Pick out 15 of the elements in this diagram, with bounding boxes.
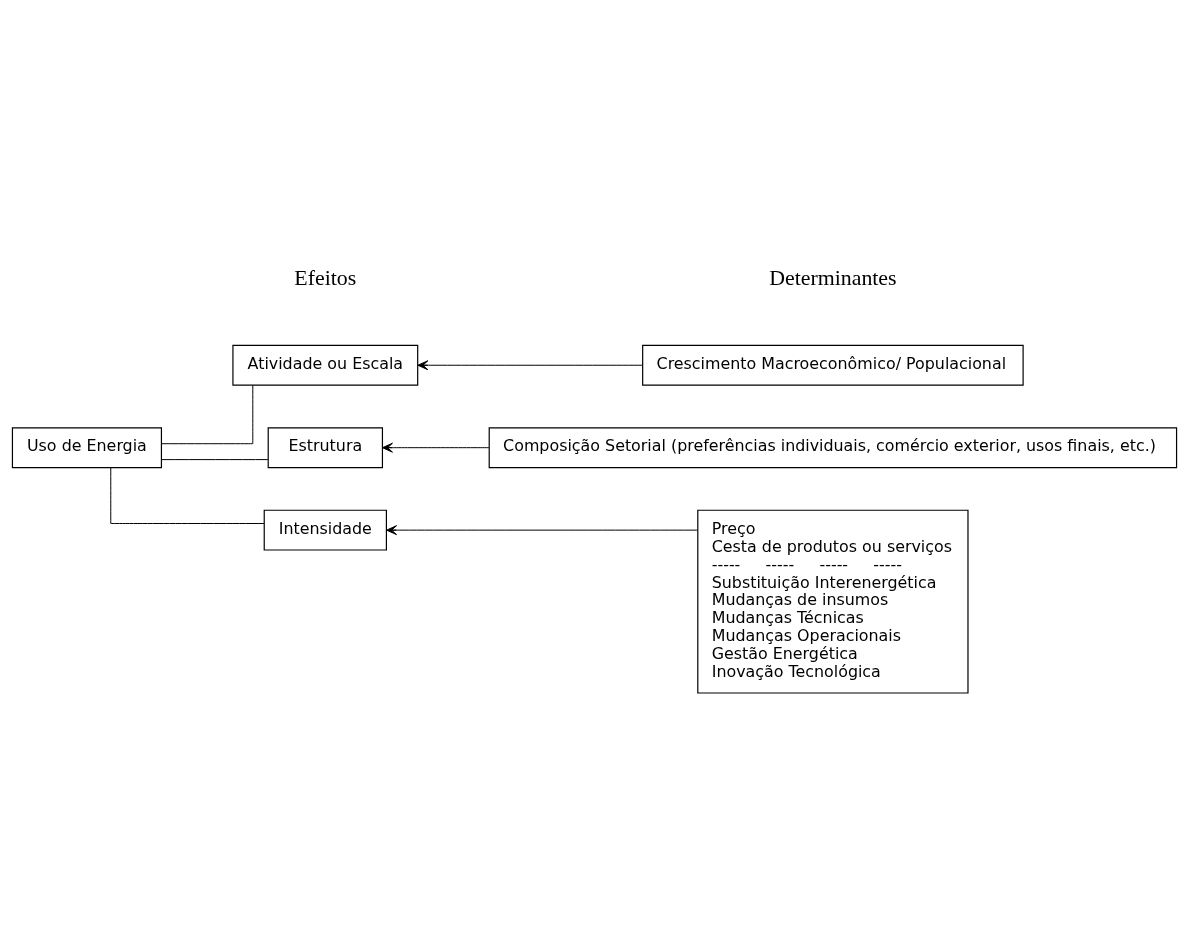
label: Determinantes xyxy=(769,265,897,290)
connector xyxy=(161,458,269,460)
label: Efeitos xyxy=(294,265,357,290)
node-box: Uso de Energia xyxy=(11,426,163,468)
node-box: Intensidade xyxy=(263,509,387,551)
arrow xyxy=(386,524,699,535)
node-box: Atividade ou Escala xyxy=(232,344,419,386)
node-box: Preço Cesta de produtos ou serviços ----- ----- ----- ----- Substituição Interenergética Mudanças de insumos Mudanças Técnicas Mudanças Operacionais Gestão Energética Inovação Tecnológica xyxy=(697,509,969,694)
arrow xyxy=(382,442,490,453)
connector xyxy=(110,466,265,524)
node-box: Estrutura xyxy=(267,426,384,468)
arrow xyxy=(417,359,643,370)
node-box: Crescimento Macroeconômico/ Populacional xyxy=(642,344,1024,386)
connector xyxy=(161,384,254,444)
node-box: Composição Setorial (preferências individuais, comércio exterior, usos finais, etc.) xyxy=(488,426,1178,468)
